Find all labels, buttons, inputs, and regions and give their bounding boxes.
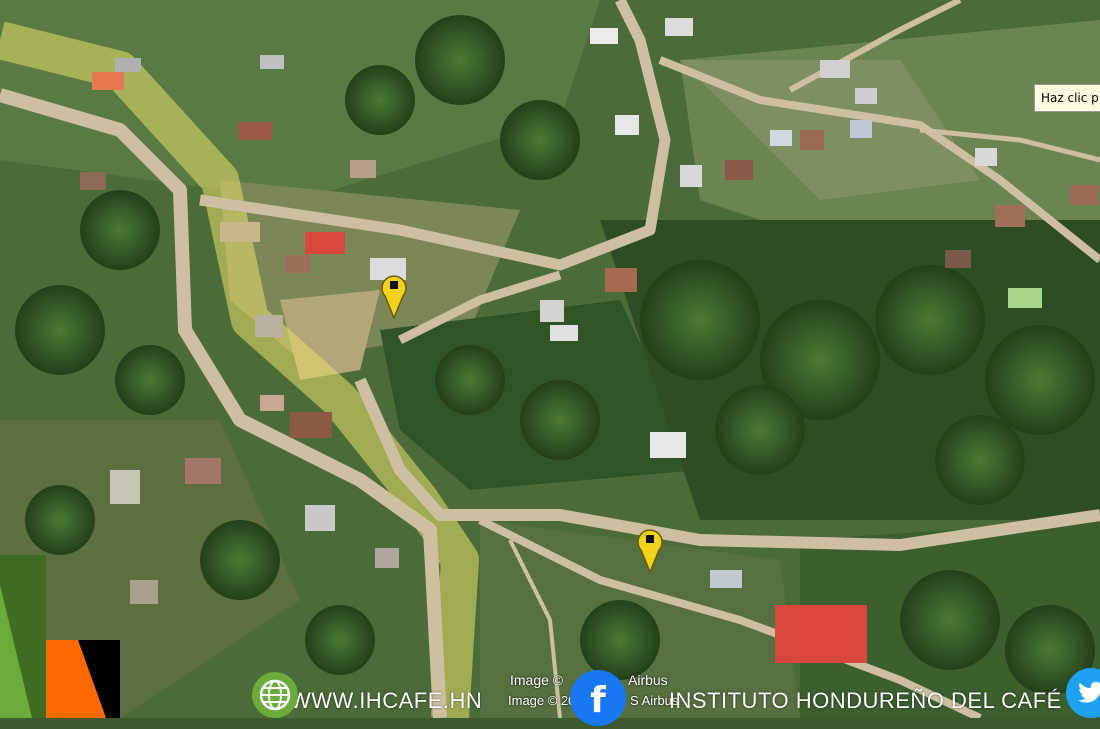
map-tooltip: Haz clic p [1034,84,1100,112]
footer-branding: WWW.IHCAFE.HN INSTITUTO HONDUREÑO DEL CA… [290,688,1084,714]
imagery-attribution-line2: Image © 20 [508,693,576,708]
imagery-attribution-airbus: Airbus [628,672,668,688]
globe-icon[interactable] [252,672,298,718]
imagery-attribution-line2-airbus: S Airbus [630,693,679,708]
placemark-pin-icon[interactable] [380,274,408,320]
imagery-attribution-line1: Image © [510,672,564,688]
website-link[interactable]: WWW.IHCAFE.HN [290,688,483,713]
facebook-icon[interactable]: f [570,670,626,726]
institute-name: INSTITUTO HONDUREÑO DEL CAFÉ [668,688,1062,713]
placemark-pin-icon[interactable] [636,528,664,574]
twitter-icon[interactable] [1066,668,1100,718]
facebook-glyph: f [590,680,606,721]
ihcafe-logo [0,555,120,718]
